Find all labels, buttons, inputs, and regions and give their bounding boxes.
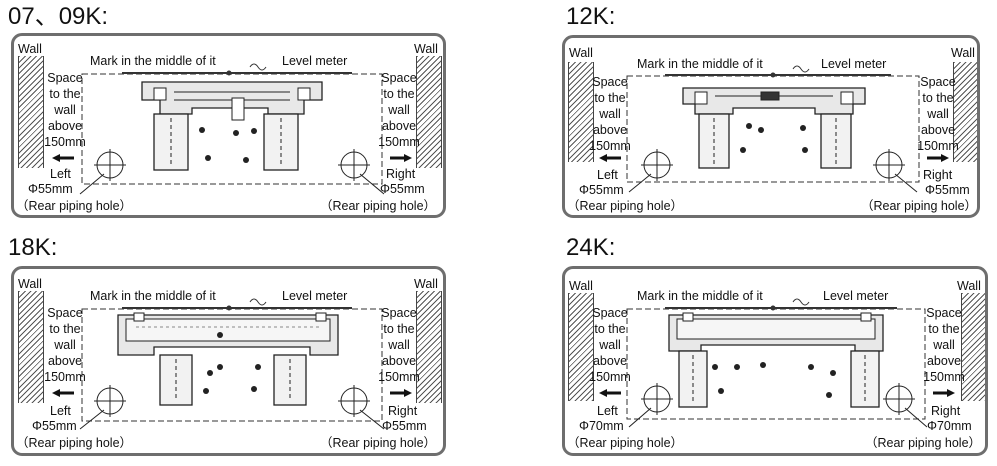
wall-label-right: Wall — [951, 46, 975, 60]
rear-piping-hole-left: （Rear piping hole） — [567, 436, 684, 450]
mark-label: Mark in the middle of it — [90, 289, 216, 303]
heading-24k: 24K: — [566, 234, 616, 261]
left-hole-side: Left — [597, 168, 618, 182]
mark-label: Mark in the middle of it — [637, 289, 763, 303]
rear-piping-hole-left: （Rear piping hole） — [16, 436, 133, 450]
right-wall-hatch — [416, 291, 442, 403]
level-meter-label: Level meter — [823, 289, 889, 303]
right-hole-diameter: Φ55mm — [382, 419, 427, 433]
wall-label-left: Wall — [18, 277, 42, 291]
left-hole-diameter: Φ55mm — [579, 183, 624, 197]
right-hole-side: Right — [388, 404, 418, 418]
right-wall-hatch — [961, 293, 985, 401]
rear-piping-hole-left: （Rear piping hole） — [567, 199, 684, 213]
heading-12k: 12K: — [566, 3, 616, 30]
rear-piping-hole-right: （Rear piping hole） — [861, 199, 978, 213]
level-meter-label: Level meter — [821, 57, 887, 71]
right-hole-diameter: Φ70mm — [927, 419, 972, 433]
left-hole-side: Left — [597, 404, 618, 418]
right-hole-side: Right — [923, 168, 953, 182]
left-hole-diameter: Φ70mm — [579, 419, 624, 433]
right-hole-side: Right — [386, 167, 416, 181]
right-wall-hatch — [416, 56, 442, 168]
left-hole-side: Left — [50, 404, 71, 418]
wall-label-right: Wall — [414, 42, 438, 56]
left-wall-hatch — [18, 56, 44, 168]
right-hole-side: Right — [931, 404, 961, 418]
wall-label-right: Wall — [957, 279, 981, 293]
heading-18k: 18K: — [8, 234, 58, 261]
wall-label-left: Wall — [569, 279, 593, 293]
rear-piping-hole-right: （Rear piping hole） — [865, 436, 982, 450]
wall-label-right: Wall — [414, 277, 438, 291]
rear-piping-hole-left: （Rear piping hole） — [16, 199, 133, 213]
left-wall-hatch — [568, 62, 594, 162]
left-wall-hatch — [568, 293, 594, 401]
panel-07-09k: Wall Wall Mark in the middle of it Level… — [11, 33, 446, 218]
level-meter-label: Level meter — [282, 289, 348, 303]
mark-label: Mark in the middle of it — [90, 54, 216, 68]
right-wall-hatch — [953, 62, 977, 162]
rear-piping-hole-right: （Rear piping hole） — [320, 199, 437, 213]
panel-24k: Wall Wall Mark in the middle of it Level… — [562, 266, 988, 456]
right-hole-diameter: Φ55mm — [380, 182, 425, 196]
mark-label: Mark in the middle of it — [637, 57, 763, 71]
left-wall-hatch — [18, 291, 44, 403]
right-hole-diameter: Φ55mm — [925, 183, 970, 197]
panel-18k: Wall Wall Mark in the middle of it Level… — [11, 266, 446, 456]
mounting-plate-diagram — [599, 298, 955, 428]
left-hole-diameter: Φ55mm — [32, 419, 77, 433]
left-hole-side: Left — [50, 167, 71, 181]
mounting-plate-diagram — [52, 63, 412, 195]
mounting-plate-diagram — [52, 298, 412, 430]
mounting-plate-diagram — [599, 65, 949, 193]
left-hole-diameter: Φ55mm — [28, 182, 73, 196]
wall-label-left: Wall — [569, 46, 593, 60]
heading-07-09k: 07、09K: — [8, 3, 109, 30]
rear-piping-hole-right: （Rear piping hole） — [320, 436, 437, 450]
wall-label-left: Wall — [18, 42, 42, 56]
panel-12k: Wall Wall Mark in the middle of it Level… — [562, 35, 980, 218]
level-meter-label: Level meter — [282, 54, 348, 68]
